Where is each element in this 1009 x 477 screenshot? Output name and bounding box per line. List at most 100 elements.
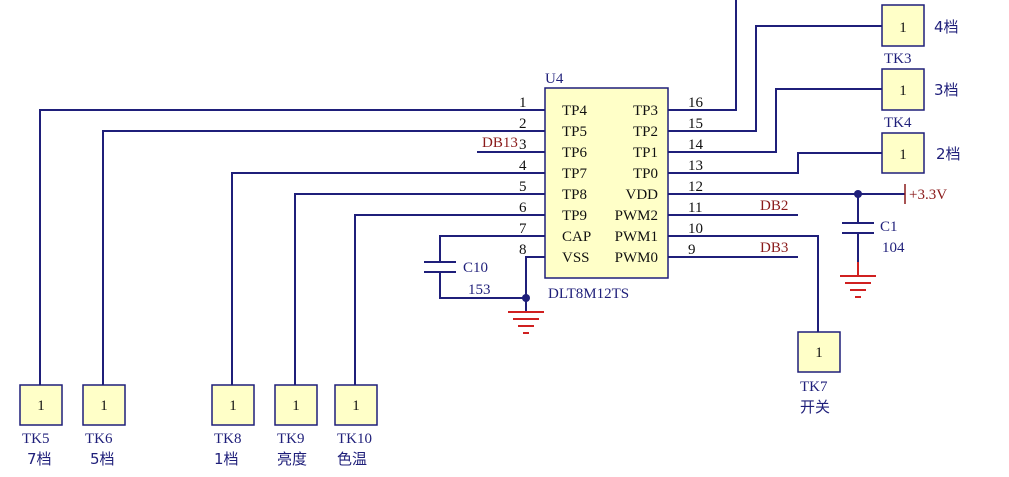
wire-pin15-tk3	[668, 25, 882, 132]
pad-ref: TK3	[884, 51, 912, 67]
pin-name: TP5	[562, 124, 587, 140]
pad-body	[19, 384, 63, 426]
wire-pin4-tk8	[231, 172, 545, 385]
pad-pin: 1	[899, 20, 907, 36]
pin-name: PWM0	[615, 250, 658, 266]
touch-pad-tk10: 1 TK10 色温	[334, 384, 378, 468]
pad-body	[797, 331, 841, 373]
pad-ref: TK5	[22, 431, 50, 447]
pad-ref: TK7	[800, 379, 828, 395]
pin-name: PWM1	[615, 229, 658, 245]
pad-label: 开关	[800, 398, 830, 416]
pin-num: 1	[519, 95, 527, 111]
wire-pin6-tk10	[354, 214, 545, 385]
touch-pad-tk6: 1 TK6 5档	[82, 384, 126, 468]
pin-num: 5	[519, 179, 527, 195]
pin-num: 2	[519, 116, 527, 132]
pin-num: 6	[519, 200, 527, 216]
pin-num: 13	[688, 158, 703, 174]
pin-num: 10	[688, 221, 703, 237]
wire-pin8-vss	[525, 256, 545, 312]
cap-ref: C10	[463, 260, 488, 276]
pin-num: 15	[688, 116, 703, 132]
cap-value: 104	[882, 240, 905, 256]
pin-name: TP2	[633, 124, 658, 140]
net-label-vcc: +3.3V	[909, 187, 947, 203]
pad-pin: 1	[815, 345, 823, 361]
wire-pin13-pad	[668, 152, 882, 174]
chip-ref: U4	[545, 71, 564, 87]
touch-pad-tk8: 1 TK8 1档	[211, 384, 255, 468]
pin-name: TP9	[562, 208, 587, 224]
pad-label: 1档	[214, 450, 239, 468]
touch-pad-tk9: 1 TK9 亮度	[274, 384, 318, 468]
pad-pin: 1	[899, 83, 907, 99]
pad-ref: TK4	[884, 115, 912, 131]
wire-pin2-tk6	[102, 130, 545, 385]
pad-ref: TK6	[85, 431, 113, 447]
cap-value: 153	[468, 282, 491, 298]
net-label-db3: DB3	[760, 240, 788, 256]
cap-ref: C1	[880, 219, 898, 235]
pad-label: 7档	[27, 450, 52, 468]
pin-num: 7	[519, 221, 527, 237]
ground-symbol-c1	[840, 262, 876, 298]
junction-dot-vdd	[854, 190, 862, 198]
net-label-db13: DB13	[482, 135, 518, 151]
pin-name: TP0	[633, 166, 658, 182]
touch-pad-tk3: 1 TK3 4档	[881, 4, 959, 67]
wire-pin7-c10	[439, 235, 545, 262]
pin-name: TP8	[562, 187, 587, 203]
pad-body	[334, 384, 378, 426]
pin-num: 3	[519, 137, 527, 153]
touch-pad-tk4: 1 TK4 3档	[881, 68, 959, 131]
left-wires	[39, 109, 545, 385]
pad-body	[881, 4, 925, 47]
ground-symbol-vss	[508, 311, 544, 334]
pad-pin: 1	[229, 398, 237, 414]
wire-pin14-tk4	[668, 88, 882, 153]
junction-dot-vss	[522, 294, 530, 302]
pad-label: 3档	[934, 81, 959, 99]
pin-name: PWM2	[615, 208, 658, 224]
chip-part: DLT8M12TS	[548, 286, 629, 302]
pin-name: TP7	[562, 166, 588, 182]
wire-pin10-tk7	[668, 235, 819, 332]
chip-u4: U4 DLT8M12TS 1 2 3 4 5 6 7 8 TP4 TP5 TP6…	[519, 71, 704, 302]
pad-body	[82, 384, 126, 426]
pin-num: 9	[688, 242, 696, 258]
pin-num: 11	[688, 200, 702, 216]
chip-body	[544, 87, 669, 279]
pad-pin: 1	[899, 147, 907, 163]
pad-ref: TK8	[214, 431, 242, 447]
pad-pin: 1	[37, 398, 45, 414]
wire-pin5-tk9	[294, 193, 545, 385]
capacitor-c10: C10 153	[424, 260, 491, 298]
net-label-db2: DB2	[760, 198, 788, 214]
pin-name: CAP	[562, 229, 591, 245]
pin-num: 16	[688, 95, 704, 111]
pin-num: 12	[688, 179, 703, 195]
pad-body	[274, 384, 318, 426]
pin-name: VDD	[626, 187, 659, 203]
pin-name: TP1	[633, 145, 658, 161]
touch-pad-tk7: 1 TK7 开关	[797, 331, 841, 416]
pad-pin: 1	[352, 398, 360, 414]
pin-num: 4	[519, 158, 527, 174]
pad-pin: 1	[292, 398, 300, 414]
pad-label: 亮度	[277, 450, 307, 468]
pin-name: VSS	[562, 250, 590, 266]
pin-num: 14	[688, 137, 704, 153]
touch-pad-tk5: 1 TK5 7档	[19, 384, 63, 468]
pin-name: TP3	[633, 103, 658, 119]
capacitor-c1: C1 104	[842, 219, 905, 256]
touch-pad-2: 1 2档	[881, 132, 961, 174]
pad-label: 色温	[337, 450, 367, 468]
pin-name: TP4	[562, 103, 588, 119]
pad-body	[211, 384, 255, 426]
pad-ref: TK10	[337, 431, 372, 447]
pad-ref: TK9	[277, 431, 305, 447]
pin-name: TP6	[562, 145, 588, 161]
